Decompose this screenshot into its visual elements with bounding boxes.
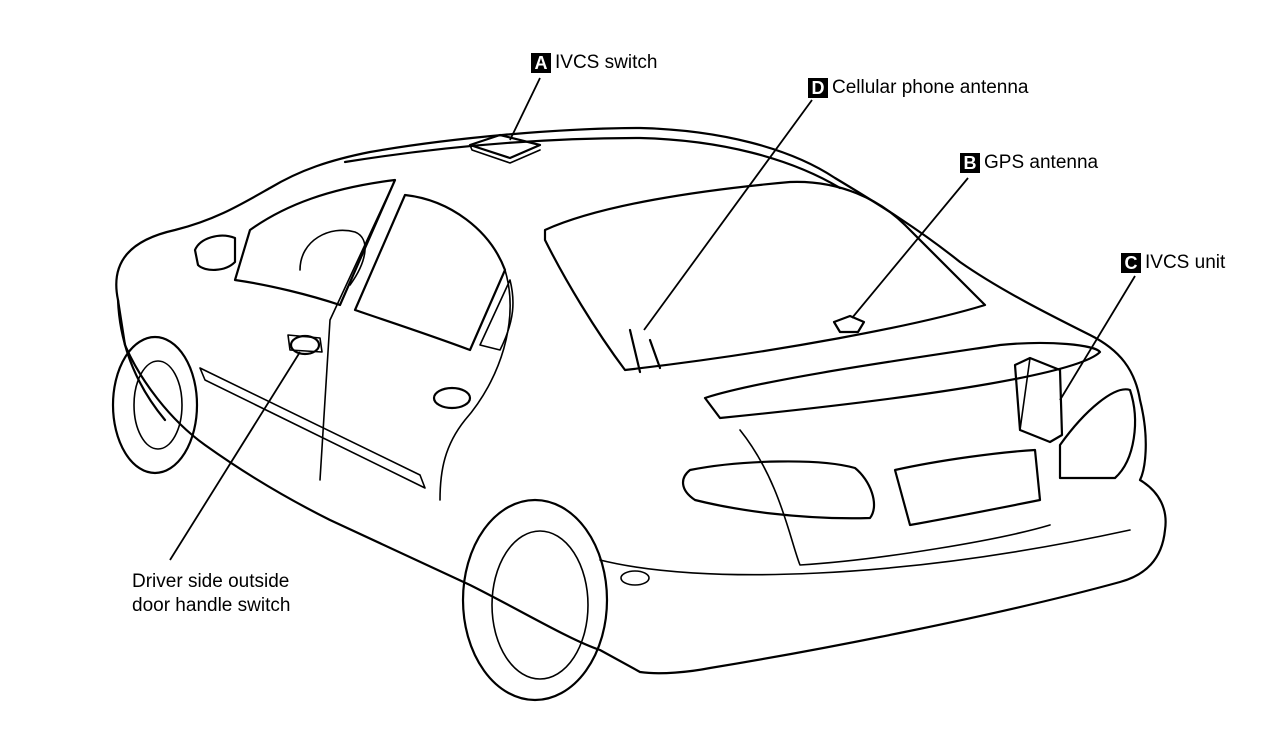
callout-badge: A	[531, 53, 551, 73]
ivcs-switch-base	[469, 144, 541, 164]
callout-gps-antenna: B GPS antenna	[960, 152, 1098, 174]
trunk-lid	[703, 341, 1102, 420]
front-wheel-arch	[116, 298, 167, 422]
front-side-window	[233, 178, 397, 307]
callout-badge: C	[1121, 253, 1141, 273]
callout-label: IVCS switch	[555, 52, 658, 73]
leader-b	[851, 177, 969, 319]
rear-wheel-inner	[491, 530, 589, 680]
car-body-outline	[115, 126, 1167, 675]
trunk-seam	[739, 429, 1051, 566]
rear-bumper	[599, 529, 1131, 576]
side-moulding	[199, 367, 426, 489]
leader-c	[1059, 275, 1136, 401]
door-handle-label-line-2: door handle switch	[132, 595, 291, 616]
cellular-antenna-shape	[628, 328, 662, 374]
door-pillar	[319, 179, 396, 481]
door-handle-switch-label: Driver side outside door handle switch	[132, 570, 290, 618]
right-tail-light	[1058, 388, 1137, 480]
callout-label: Cellular phone antenna	[832, 77, 1029, 98]
callout-badge: D	[808, 78, 828, 98]
ivcs-switch-shape	[468, 133, 542, 160]
roof-line	[343, 136, 842, 190]
reflector	[620, 570, 650, 586]
callout-cellular-phone-antenna: D Cellular phone antenna	[808, 77, 1029, 99]
rear-wheel	[461, 498, 609, 702]
callout-ivcs-switch: A IVCS switch	[531, 52, 657, 74]
leader-door-handle	[169, 351, 301, 561]
rear-door-edge	[439, 269, 511, 501]
front-wheel-inner	[133, 360, 183, 450]
callout-badge: B	[960, 153, 980, 173]
side-mirror	[193, 234, 237, 271]
callout-label: IVCS unit	[1145, 252, 1226, 273]
rear-quarter-window	[479, 279, 514, 351]
callout-label: GPS antenna	[984, 152, 1099, 173]
steering-wheel	[299, 229, 366, 286]
rear-door-handle	[432, 386, 472, 410]
left-tail-light	[682, 460, 876, 520]
leader-a	[509, 77, 541, 141]
ivcs-unit-edge	[1019, 357, 1031, 431]
license-plate-recess	[893, 448, 1042, 527]
gps-antenna-shape	[832, 314, 866, 334]
callout-ivcs-unit: C IVCS unit	[1121, 252, 1225, 274]
leader-d	[643, 99, 813, 331]
rear-window	[543, 180, 987, 372]
front-door-handle-bezel	[287, 334, 323, 353]
door-handle-label-line-1: Driver side outside	[132, 571, 290, 592]
front-wheel	[111, 335, 199, 475]
